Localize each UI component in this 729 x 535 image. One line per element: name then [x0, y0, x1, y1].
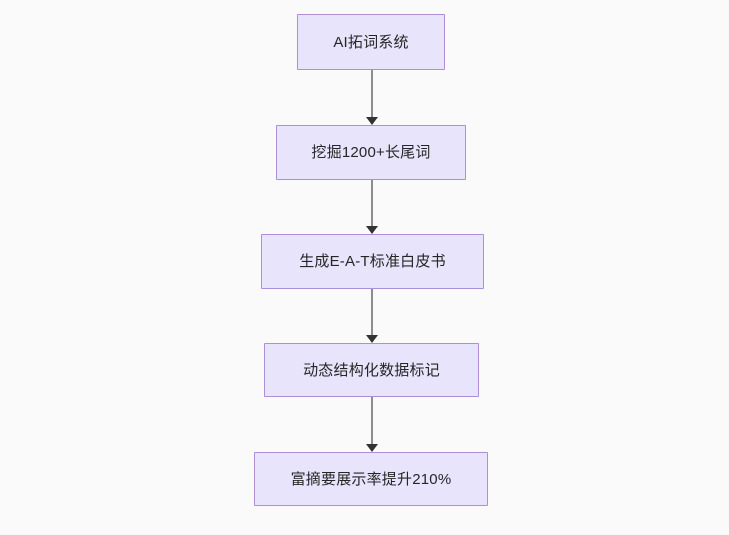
- flow-node-ai-keyword-system[interactable]: AI拓词系统: [297, 14, 445, 70]
- arrow-down-icon: [366, 70, 378, 125]
- flow-node-generate-eat-whitepaper[interactable]: 生成E-A-T标准白皮书: [261, 234, 484, 289]
- flow-node-label: 动态结构化数据标记: [303, 361, 440, 379]
- flow-node-label: 生成E-A-T标准白皮书: [299, 253, 446, 270]
- arrow-down-icon: [366, 289, 378, 343]
- arrow-down-icon: [366, 397, 378, 452]
- flow-node-label: AI拓词系统: [333, 33, 409, 51]
- arrow-down-icon: [366, 180, 378, 234]
- flow-edge-n4-n5: [365, 397, 379, 452]
- flow-node-rich-snippet-rate-increase[interactable]: 富摘要展示率提升210%: [254, 452, 488, 506]
- flow-node-label: 富摘要展示率提升210%: [290, 470, 452, 488]
- flow-node-mine-longtail-keywords[interactable]: 挖掘1200+长尾词: [276, 125, 466, 180]
- flow-edge-n2-n3: [365, 180, 379, 234]
- flow-node-dynamic-structured-data-markup[interactable]: 动态结构化数据标记: [264, 343, 479, 397]
- flow-edge-n1-n2: [365, 70, 379, 125]
- flow-node-label: 挖掘1200+长尾词: [311, 144, 431, 161]
- flow-edge-n3-n4: [365, 289, 379, 343]
